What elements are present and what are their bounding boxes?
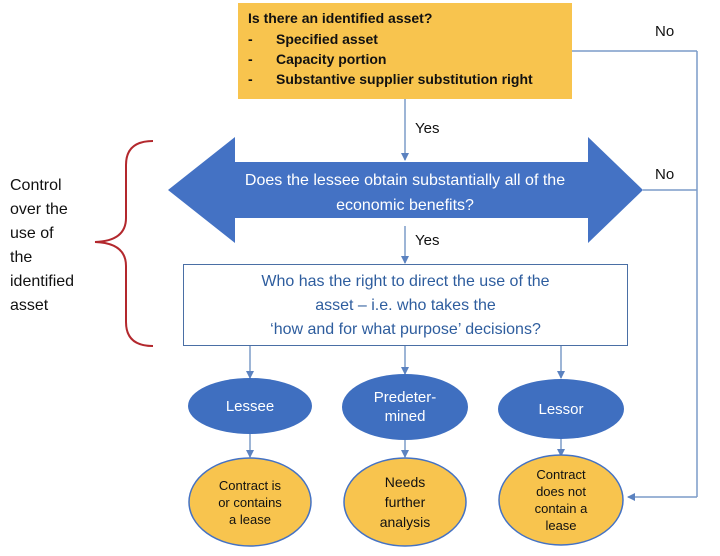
- benefits-question: Does the lessee obtain substantially all…: [244, 172, 566, 214]
- lessee-result-text: Contract is or contains a lease: [218, 477, 282, 527]
- lessee-label: Lessee: [225, 397, 275, 415]
- asset-criterion-item: - Capacity portion: [248, 51, 387, 67]
- predetermined-label: Predeter- mined: [373, 389, 437, 425]
- direct-use-box: Who has the right to direct the use of t…: [183, 264, 628, 346]
- asset-criterion-item: - Specified asset: [248, 31, 378, 47]
- lessee-result-circle: [188, 457, 312, 547]
- predetermined-result-circle: [343, 457, 467, 547]
- lessor-label: Lessor: [538, 400, 584, 418]
- predetermined-result-text: Needs further analysis: [379, 474, 431, 530]
- lessee-ellipse: [188, 378, 312, 434]
- yes-label-top: Yes: [415, 120, 440, 137]
- asset-criterion-text: Capacity portion: [276, 51, 387, 67]
- control-label: Control over the use of the identified a…: [10, 177, 75, 314]
- asset-criterion-item: - Substantive supplier substitution righ…: [248, 71, 533, 87]
- lessor-ellipse: [498, 379, 624, 439]
- benefits-double-arrow: [168, 137, 643, 243]
- lessor-result-text: Contract does not contain a lease: [534, 467, 588, 533]
- no-label-mid: No: [655, 166, 675, 183]
- lessor-result-circle: [498, 454, 624, 546]
- asset-criterion-text: Substantive supplier substitution right: [276, 71, 533, 87]
- control-bracket: [94, 140, 154, 347]
- no-label-top: No: [655, 23, 675, 40]
- identified-asset-box: Is there an identified asset? - Specifie…: [238, 3, 572, 99]
- asset-criterion-text: Specified asset: [276, 31, 378, 47]
- identified-asset-question: Is there an identified asset?: [248, 10, 433, 26]
- predetermined-ellipse: [342, 374, 468, 440]
- yes-label-mid: Yes: [415, 232, 440, 249]
